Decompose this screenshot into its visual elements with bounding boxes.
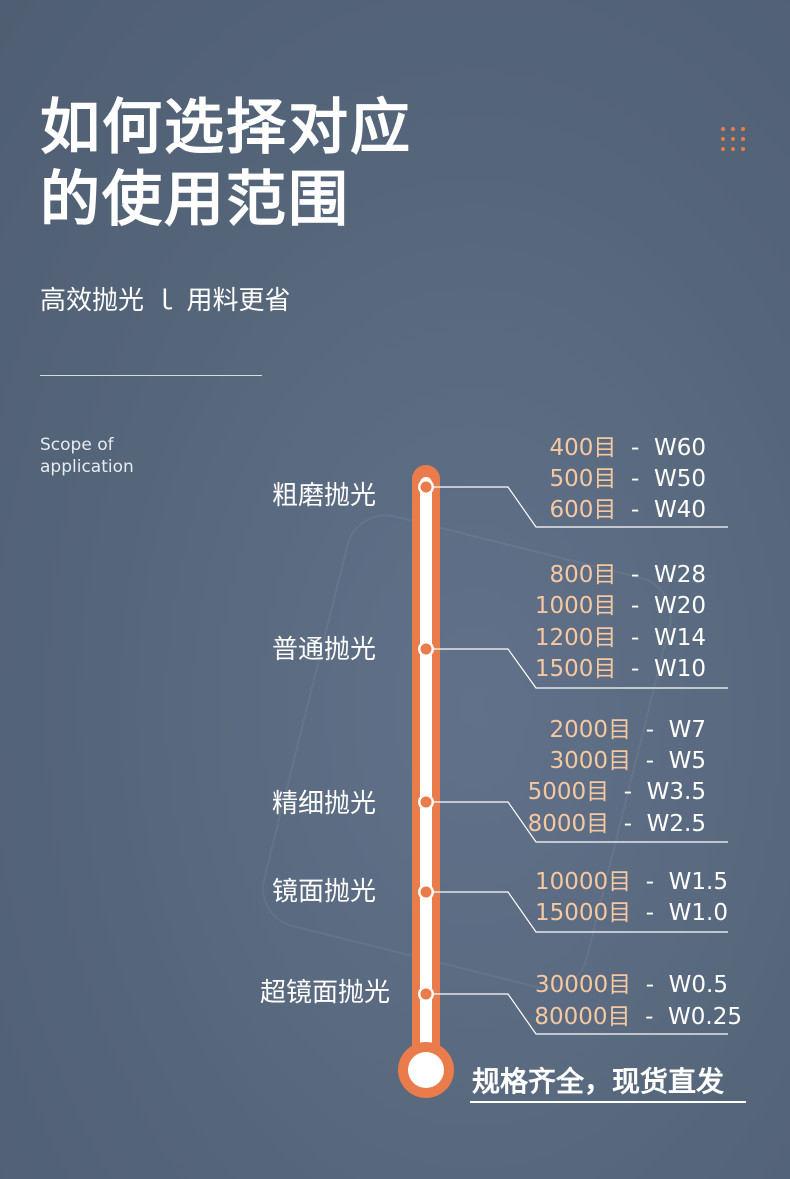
stage-label-fine: 精细抛光 bbox=[271, 789, 376, 819]
spec-item: 80000目 - W0.25 bbox=[534, 1004, 742, 1030]
marker-dot bbox=[420, 988, 432, 1000]
spec-item: 2000目 - W7 bbox=[549, 717, 706, 743]
stage-label-normal: 普通抛光 bbox=[271, 635, 376, 665]
tagline: 规格齐全，现货直发 bbox=[472, 1065, 725, 1098]
connector-line bbox=[426, 891, 728, 933]
connector-line bbox=[426, 801, 728, 843]
spec-item: 400目 - W60 bbox=[549, 435, 706, 461]
spec-item: 3000目 - W5 bbox=[549, 748, 706, 774]
connector-line bbox=[426, 648, 728, 689]
spec-item: 8000目 - W2.5 bbox=[527, 811, 706, 837]
stage-label-rough: 粗磨抛光 bbox=[271, 481, 376, 511]
scope-label-line-2: application bbox=[40, 457, 134, 477]
spec-item: 1200目 - W14 bbox=[534, 625, 706, 651]
spec-item: 15000目 - W1.0 bbox=[534, 900, 728, 926]
marker-dot bbox=[420, 643, 432, 655]
subtitle: 高效抛光 ｌ 用料更省 bbox=[40, 286, 291, 316]
spec-item: 1000目 - W20 bbox=[534, 593, 706, 619]
scope-label-line-1: Scope of bbox=[40, 435, 114, 455]
tagline-underline bbox=[470, 1101, 746, 1103]
thermometer-core bbox=[420, 477, 432, 1085]
spec-item: 600目 - W40 bbox=[549, 497, 706, 523]
spec-item: 5000目 - W3.5 bbox=[527, 779, 706, 805]
divider bbox=[40, 375, 262, 376]
dot-grid-icon bbox=[721, 127, 745, 151]
title-line-2: 的使用范围 bbox=[40, 165, 350, 235]
title-line-1: 如何选择对应 bbox=[40, 93, 412, 163]
marker-dot bbox=[420, 796, 432, 808]
page-title: 如何选择对应 的使用范围 bbox=[40, 92, 412, 236]
spec-item: 800目 - W28 bbox=[549, 562, 706, 588]
thermometer-bulb bbox=[398, 1042, 454, 1098]
connector-line bbox=[426, 486, 728, 528]
spec-item: 500目 - W50 bbox=[549, 466, 706, 492]
scope-label: Scope of application bbox=[40, 434, 134, 478]
stage-label-mirror: 镜面抛光 bbox=[271, 877, 376, 907]
thermometer-tube bbox=[412, 465, 440, 1085]
spec-item: 10000目 - W1.5 bbox=[534, 869, 728, 895]
marker-dot bbox=[420, 481, 432, 493]
spec-item: 1500目 - W10 bbox=[534, 656, 706, 682]
connector-line bbox=[426, 993, 728, 1035]
spec-item: 30000目 - W0.5 bbox=[534, 972, 728, 998]
marker-dot bbox=[420, 886, 432, 898]
stage-label-super-mirror: 超镜面抛光 bbox=[259, 978, 390, 1008]
